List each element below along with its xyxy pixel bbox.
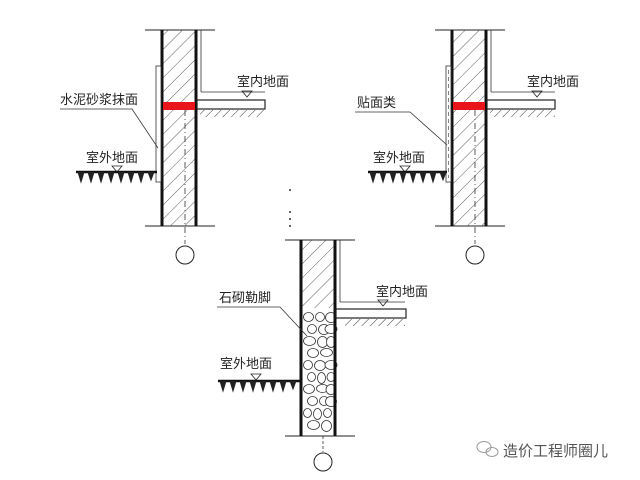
rubble-stone-masonry <box>303 312 338 432</box>
outdoor-ground-label: 室外地面 <box>373 150 425 166</box>
floor-slab <box>196 99 266 110</box>
stone <box>323 408 332 418</box>
brick-wall <box>301 240 335 308</box>
veneer-layer <box>445 65 452 183</box>
level-marker-icon <box>111 165 123 173</box>
stone <box>303 312 314 322</box>
subgrade <box>490 110 555 117</box>
stone <box>307 396 318 406</box>
outdoor-ground-label: 室外地面 <box>220 356 272 372</box>
wechat-icon <box>476 441 499 457</box>
damp-proof-course <box>163 102 195 110</box>
stone <box>314 360 326 371</box>
indoor-floor-label: 室内地面 <box>237 74 289 90</box>
material-label: 贴面类 <box>357 96 396 111</box>
leader-line <box>60 108 159 149</box>
panel-stone-plinth: 室内地面 石砌勒脚 室外地面 <box>217 239 428 472</box>
stone <box>321 420 332 432</box>
floor-slab <box>486 99 556 110</box>
stone <box>313 408 322 420</box>
stone <box>317 336 328 348</box>
level-marker-icon <box>399 165 411 173</box>
subgrade <box>200 110 265 117</box>
axis-bubble <box>175 245 195 265</box>
stone <box>303 408 312 418</box>
leader-line <box>217 306 308 337</box>
level-marker-icon <box>531 90 543 98</box>
stone <box>307 348 319 358</box>
stone <box>320 348 333 357</box>
stone <box>303 384 315 394</box>
watermark: 造价工程师圈儿 <box>476 441 608 460</box>
indoor-floor-label: 室内地面 <box>376 284 428 300</box>
watermark-text: 造价工程师圈儿 <box>503 442 608 460</box>
panel-plaster-plinth: 室内地面 水泥砂浆抹面 室外地面 <box>60 29 289 265</box>
stone <box>307 420 320 430</box>
stone <box>303 336 316 346</box>
panel-veneer-plinth: 室内地面 贴面类 室外地面 <box>355 29 579 265</box>
damp-proof-course <box>453 102 485 110</box>
indoor-floor-label: 室内地面 <box>527 74 579 90</box>
axis-bubble <box>313 452 333 472</box>
outdoor-ground-label: 室外地面 <box>86 150 138 166</box>
level-marker-icon <box>241 90 253 98</box>
floor-slab <box>335 308 407 319</box>
stone <box>307 372 316 382</box>
brick-wall <box>162 30 196 226</box>
brick-wall <box>452 30 486 226</box>
continuation-dots <box>289 189 291 227</box>
material-label: 水泥砂浆抹面 <box>60 93 138 108</box>
stone <box>307 324 317 334</box>
stone <box>303 360 313 370</box>
material-label: 石砌勒脚 <box>219 290 271 306</box>
leader-line <box>355 111 448 146</box>
level-marker-icon <box>377 299 389 307</box>
stone <box>317 372 326 384</box>
axis-bubble <box>465 245 485 265</box>
plaster-layer <box>155 65 162 183</box>
level-marker-icon <box>250 373 262 381</box>
subgrade <box>345 319 405 326</box>
stone <box>315 312 325 322</box>
